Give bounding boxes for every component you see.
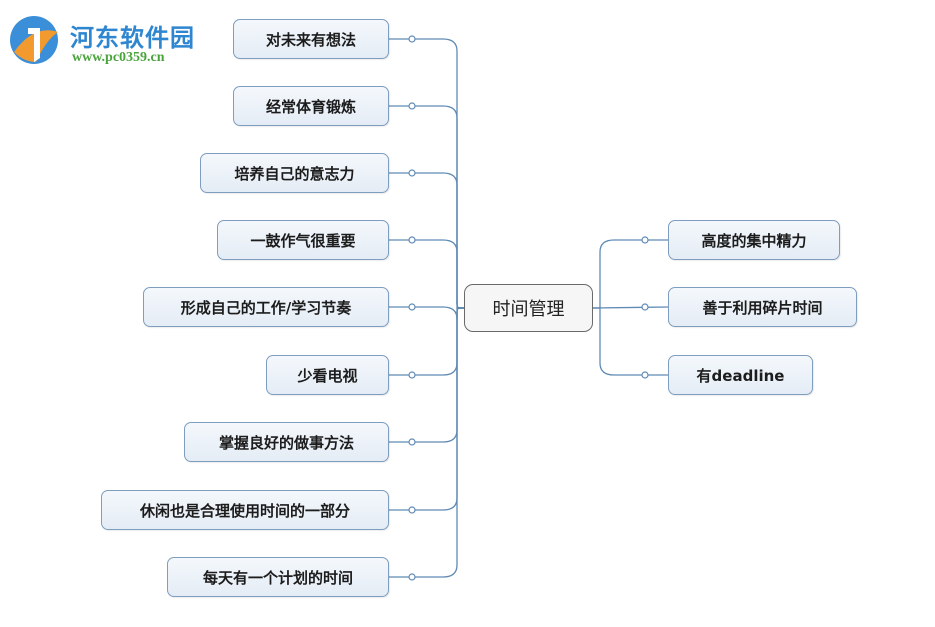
connector-dot-left-2: [408, 102, 416, 110]
left-topic-5[interactable]: 形成自己的工作/学习节奏: [143, 287, 389, 327]
left-topic-4[interactable]: 一鼓作气很重要: [217, 220, 389, 260]
connector-dot-left-1: [408, 35, 416, 43]
connector-dot-right-3: [641, 371, 649, 379]
left-topic-2[interactable]: 经常体育锻炼: [233, 86, 389, 126]
connector-dot-left-4: [408, 236, 416, 244]
connector-right-2: [592, 306, 669, 309]
left-topic-3[interactable]: 培养自己的意志力: [200, 153, 389, 193]
connector-left-5: [389, 301, 464, 320]
connector-right-3: [593, 307, 668, 376]
connector-left-4: [389, 239, 464, 309]
watermark-url: www.pc0359.cn: [72, 50, 165, 65]
left-topic-1[interactable]: 对未来有想法: [233, 19, 389, 59]
left-topic-6[interactable]: 少看电视: [266, 355, 389, 395]
connector-left-8: [389, 307, 464, 511]
connector-dot-left-5: [408, 303, 416, 311]
right-topic-1[interactable]: 高度的集中精力: [668, 220, 840, 260]
central-topic[interactable]: 时间管理: [464, 284, 593, 332]
connector-left-6: [389, 307, 464, 376]
connector-dot-left-8: [408, 506, 416, 514]
left-topic-7[interactable]: 掌握良好的做事方法: [184, 422, 389, 462]
right-topic-2[interactable]: 善于利用碎片时间: [668, 287, 857, 327]
connector-left-9: [389, 307, 464, 578]
connector-left-2: [389, 105, 464, 309]
connector-dot-left-9: [408, 573, 416, 581]
connector-dot-right-1: [641, 236, 649, 244]
left-topic-8[interactable]: 休闲也是合理使用时间的一部分: [101, 490, 389, 530]
connector-right-1: [593, 239, 668, 309]
connector-dot-left-7: [408, 438, 416, 446]
left-topic-9[interactable]: 每天有一个计划的时间: [167, 557, 389, 597]
connector-dot-right-2: [641, 303, 649, 311]
connector-dot-left-6: [408, 371, 416, 379]
connector-dot-left-3: [408, 169, 416, 177]
watermark-title: 河东软件园: [70, 23, 195, 52]
right-topic-3[interactable]: 有deadline: [668, 355, 813, 395]
watermark-logo: 河东软件园 www.pc0359.cn: [6, 10, 206, 72]
logo-icon: [10, 16, 58, 64]
